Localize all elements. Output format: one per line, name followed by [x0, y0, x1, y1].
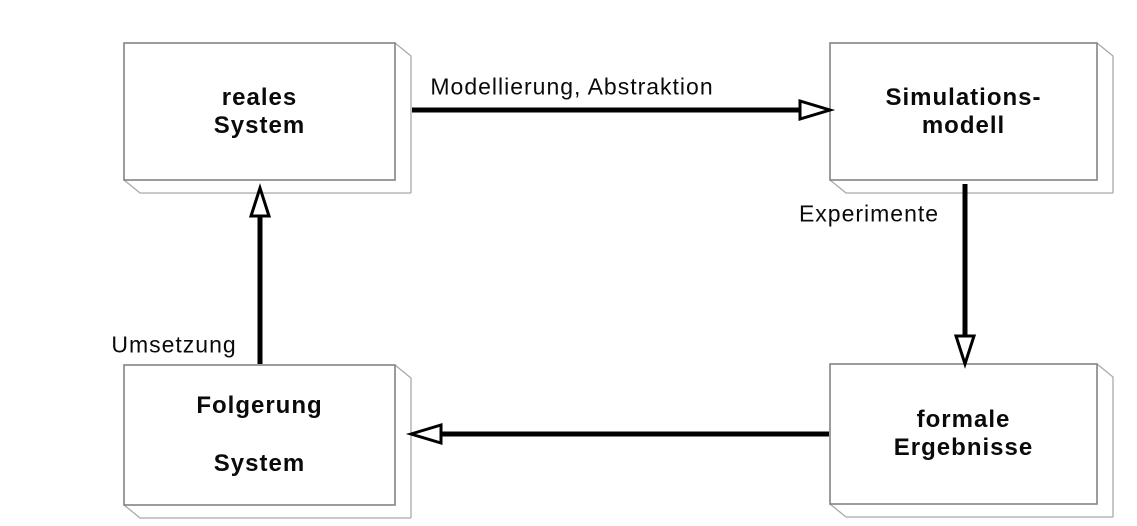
edge-label-modellierung-abstraktion: Modellierung, Abstraktion	[430, 73, 714, 100]
arrow-experimente	[953, 184, 977, 369]
edge-label-umsetzung: Umsetzung	[111, 331, 237, 358]
node-box-reales-system	[123, 42, 412, 194]
node-label-folgerung-system: Folgerung System	[196, 392, 323, 477]
node-label-reales-system: reales System	[213, 83, 306, 139]
arrow-formale-to-folgerung	[405, 422, 829, 446]
node-box-folgerung-system	[123, 364, 412, 519]
node-label-formale-ergebnisse: formale Ergebnisse	[893, 406, 1034, 461]
node-label-simulationsmodell: Simulations- modell	[885, 83, 1042, 139]
node-box-simulationsmodell	[829, 42, 1114, 194]
node-box-formale-ergebnisse	[829, 363, 1114, 518]
arrow-modellierung-abstraktion	[412, 98, 836, 122]
arrow-umsetzung	[248, 183, 272, 364]
edge-label-experimente: Experimente	[798, 200, 940, 227]
